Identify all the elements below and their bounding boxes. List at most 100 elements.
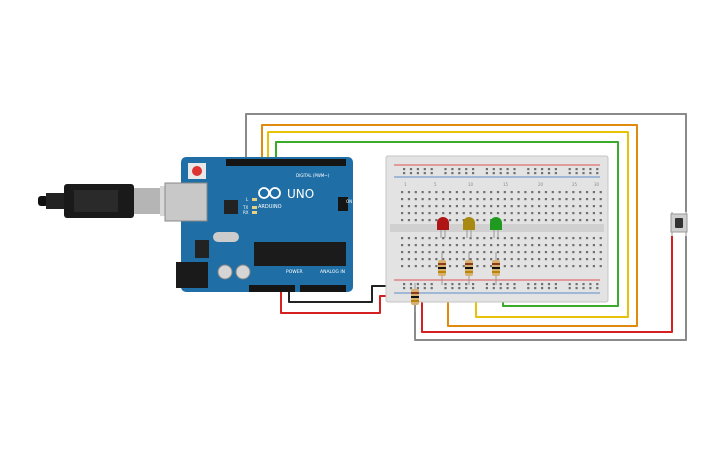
breadboard-hole[interactable] (442, 237, 445, 240)
breadboard-hole[interactable] (596, 283, 599, 286)
breadboard-hole[interactable] (510, 191, 513, 194)
breadboard-hole[interactable] (592, 198, 595, 201)
breadboard-hole[interactable] (524, 205, 527, 208)
breadboard-hole[interactable] (496, 237, 500, 240)
breadboard-hole[interactable] (534, 172, 537, 175)
breadboard-hole[interactable] (485, 283, 488, 286)
breadboard-hole[interactable] (421, 219, 424, 222)
breadboard-hole[interactable] (442, 212, 445, 215)
breadboard-hole[interactable] (551, 198, 554, 201)
breadboard-hole[interactable] (421, 205, 424, 208)
breadboard-hole[interactable] (435, 237, 438, 240)
breadboard-hole[interactable] (572, 191, 575, 194)
breadboard-hole[interactable] (401, 205, 404, 208)
breadboard-hole[interactable] (531, 198, 534, 201)
breadboard-hole[interactable] (455, 251, 458, 254)
breadboard-hole[interactable] (572, 198, 575, 201)
breadboard-hole[interactable] (541, 168, 544, 171)
breadboard-hole[interactable] (469, 244, 472, 247)
breadboard-hole[interactable] (409, 172, 413, 175)
breadboard-hole[interactable] (430, 172, 433, 175)
breadboard-hole[interactable] (554, 287, 557, 290)
breadboard-hole[interactable] (599, 265, 602, 268)
breadboard-hole[interactable] (547, 168, 551, 171)
breadboard-hole[interactable] (551, 219, 554, 222)
breadboard-hole[interactable] (510, 251, 513, 254)
reset-button-cap[interactable] (192, 166, 202, 176)
breadboard-hole[interactable] (423, 172, 426, 175)
breadboard-hole[interactable] (589, 287, 592, 290)
breadboard-hole[interactable] (483, 205, 486, 208)
breadboard-hole[interactable] (483, 244, 486, 247)
breadboard-hole[interactable] (503, 212, 506, 215)
breadboard-hole[interactable] (531, 237, 534, 240)
breadboard-hole[interactable] (442, 251, 445, 254)
breadboard-hole[interactable] (492, 283, 495, 286)
breadboard-hole[interactable] (558, 212, 561, 215)
breadboard-hole[interactable] (476, 205, 479, 208)
breadboard-hole[interactable] (451, 168, 454, 171)
breadboard-hole[interactable] (551, 212, 554, 215)
breadboard-hole[interactable] (510, 212, 513, 215)
breadboard-hole[interactable] (527, 168, 530, 171)
breadboard-hole[interactable] (490, 237, 493, 240)
breadboard-hole[interactable] (403, 172, 406, 175)
breadboard-hole[interactable] (499, 283, 502, 286)
breadboard-hole[interactable] (592, 258, 595, 261)
breadboard-hole[interactable] (476, 258, 479, 261)
breadboard-hole[interactable] (462, 191, 465, 194)
breadboard-hole[interactable] (572, 205, 575, 208)
breadboard-hole[interactable] (428, 205, 431, 208)
breadboard-hole[interactable] (554, 172, 557, 175)
breadboard-hole[interactable] (585, 205, 589, 208)
breadboard-hole[interactable] (538, 237, 541, 240)
breadboard-hole[interactable] (496, 191, 500, 194)
breadboard-hole[interactable] (496, 244, 500, 247)
breadboard-hole[interactable] (476, 265, 479, 268)
breadboard-hole[interactable] (423, 168, 426, 171)
breadboard-hole[interactable] (444, 168, 447, 171)
breadboard-hole[interactable] (592, 251, 595, 254)
wire-gray-bottom[interactable] (414, 236, 687, 341)
breadboard-hole[interactable] (401, 219, 404, 222)
breadboard-hole[interactable] (448, 191, 452, 194)
breadboard-hole[interactable] (524, 198, 527, 201)
breadboard-hole[interactable] (442, 244, 445, 247)
breadboard-hole[interactable] (462, 251, 465, 254)
breadboard-hole[interactable] (414, 251, 417, 254)
breadboard-hole[interactable] (407, 265, 411, 268)
breadboard-hole[interactable] (538, 258, 541, 261)
breadboard-hole[interactable] (572, 219, 575, 222)
breadboard-hole[interactable] (421, 265, 424, 268)
wire-yellow[interactable] (267, 131, 629, 318)
breadboard-hole[interactable] (416, 287, 419, 290)
breadboard-hole[interactable] (444, 172, 447, 175)
breadboard-hole[interactable] (407, 258, 411, 261)
breadboard-hole[interactable] (544, 237, 548, 240)
breadboard-hole[interactable] (541, 172, 544, 175)
breadboard-hole[interactable] (585, 212, 589, 215)
breadboard-hole[interactable] (538, 205, 541, 208)
breadboard-hole[interactable] (476, 237, 479, 240)
breadboard-hole[interactable] (558, 244, 561, 247)
breadboard-hole[interactable] (421, 191, 424, 194)
breadboard-hole[interactable] (510, 244, 513, 247)
breadboard-hole[interactable] (455, 219, 458, 222)
breadboard-hole[interactable] (510, 258, 513, 261)
breadboard-hole[interactable] (527, 172, 530, 175)
breadboard-hole[interactable] (554, 283, 557, 286)
breadboard-hole[interactable] (582, 168, 585, 171)
breadboard-hole[interactable] (451, 283, 454, 286)
breadboard-hole[interactable] (579, 212, 582, 215)
breadboard-hole[interactable] (575, 283, 578, 286)
breadboard-hole[interactable] (585, 251, 589, 254)
breadboard-hole[interactable] (541, 287, 544, 290)
breadboard-hole[interactable] (544, 198, 548, 201)
breadboard-hole[interactable] (403, 283, 406, 286)
breadboard-hole[interactable] (483, 251, 486, 254)
breadboard-hole[interactable] (490, 198, 493, 201)
breadboard-hole[interactable] (538, 219, 541, 222)
breadboard-hole[interactable] (401, 237, 404, 240)
breadboard-hole[interactable] (407, 212, 411, 215)
digital-header[interactable] (226, 159, 346, 166)
